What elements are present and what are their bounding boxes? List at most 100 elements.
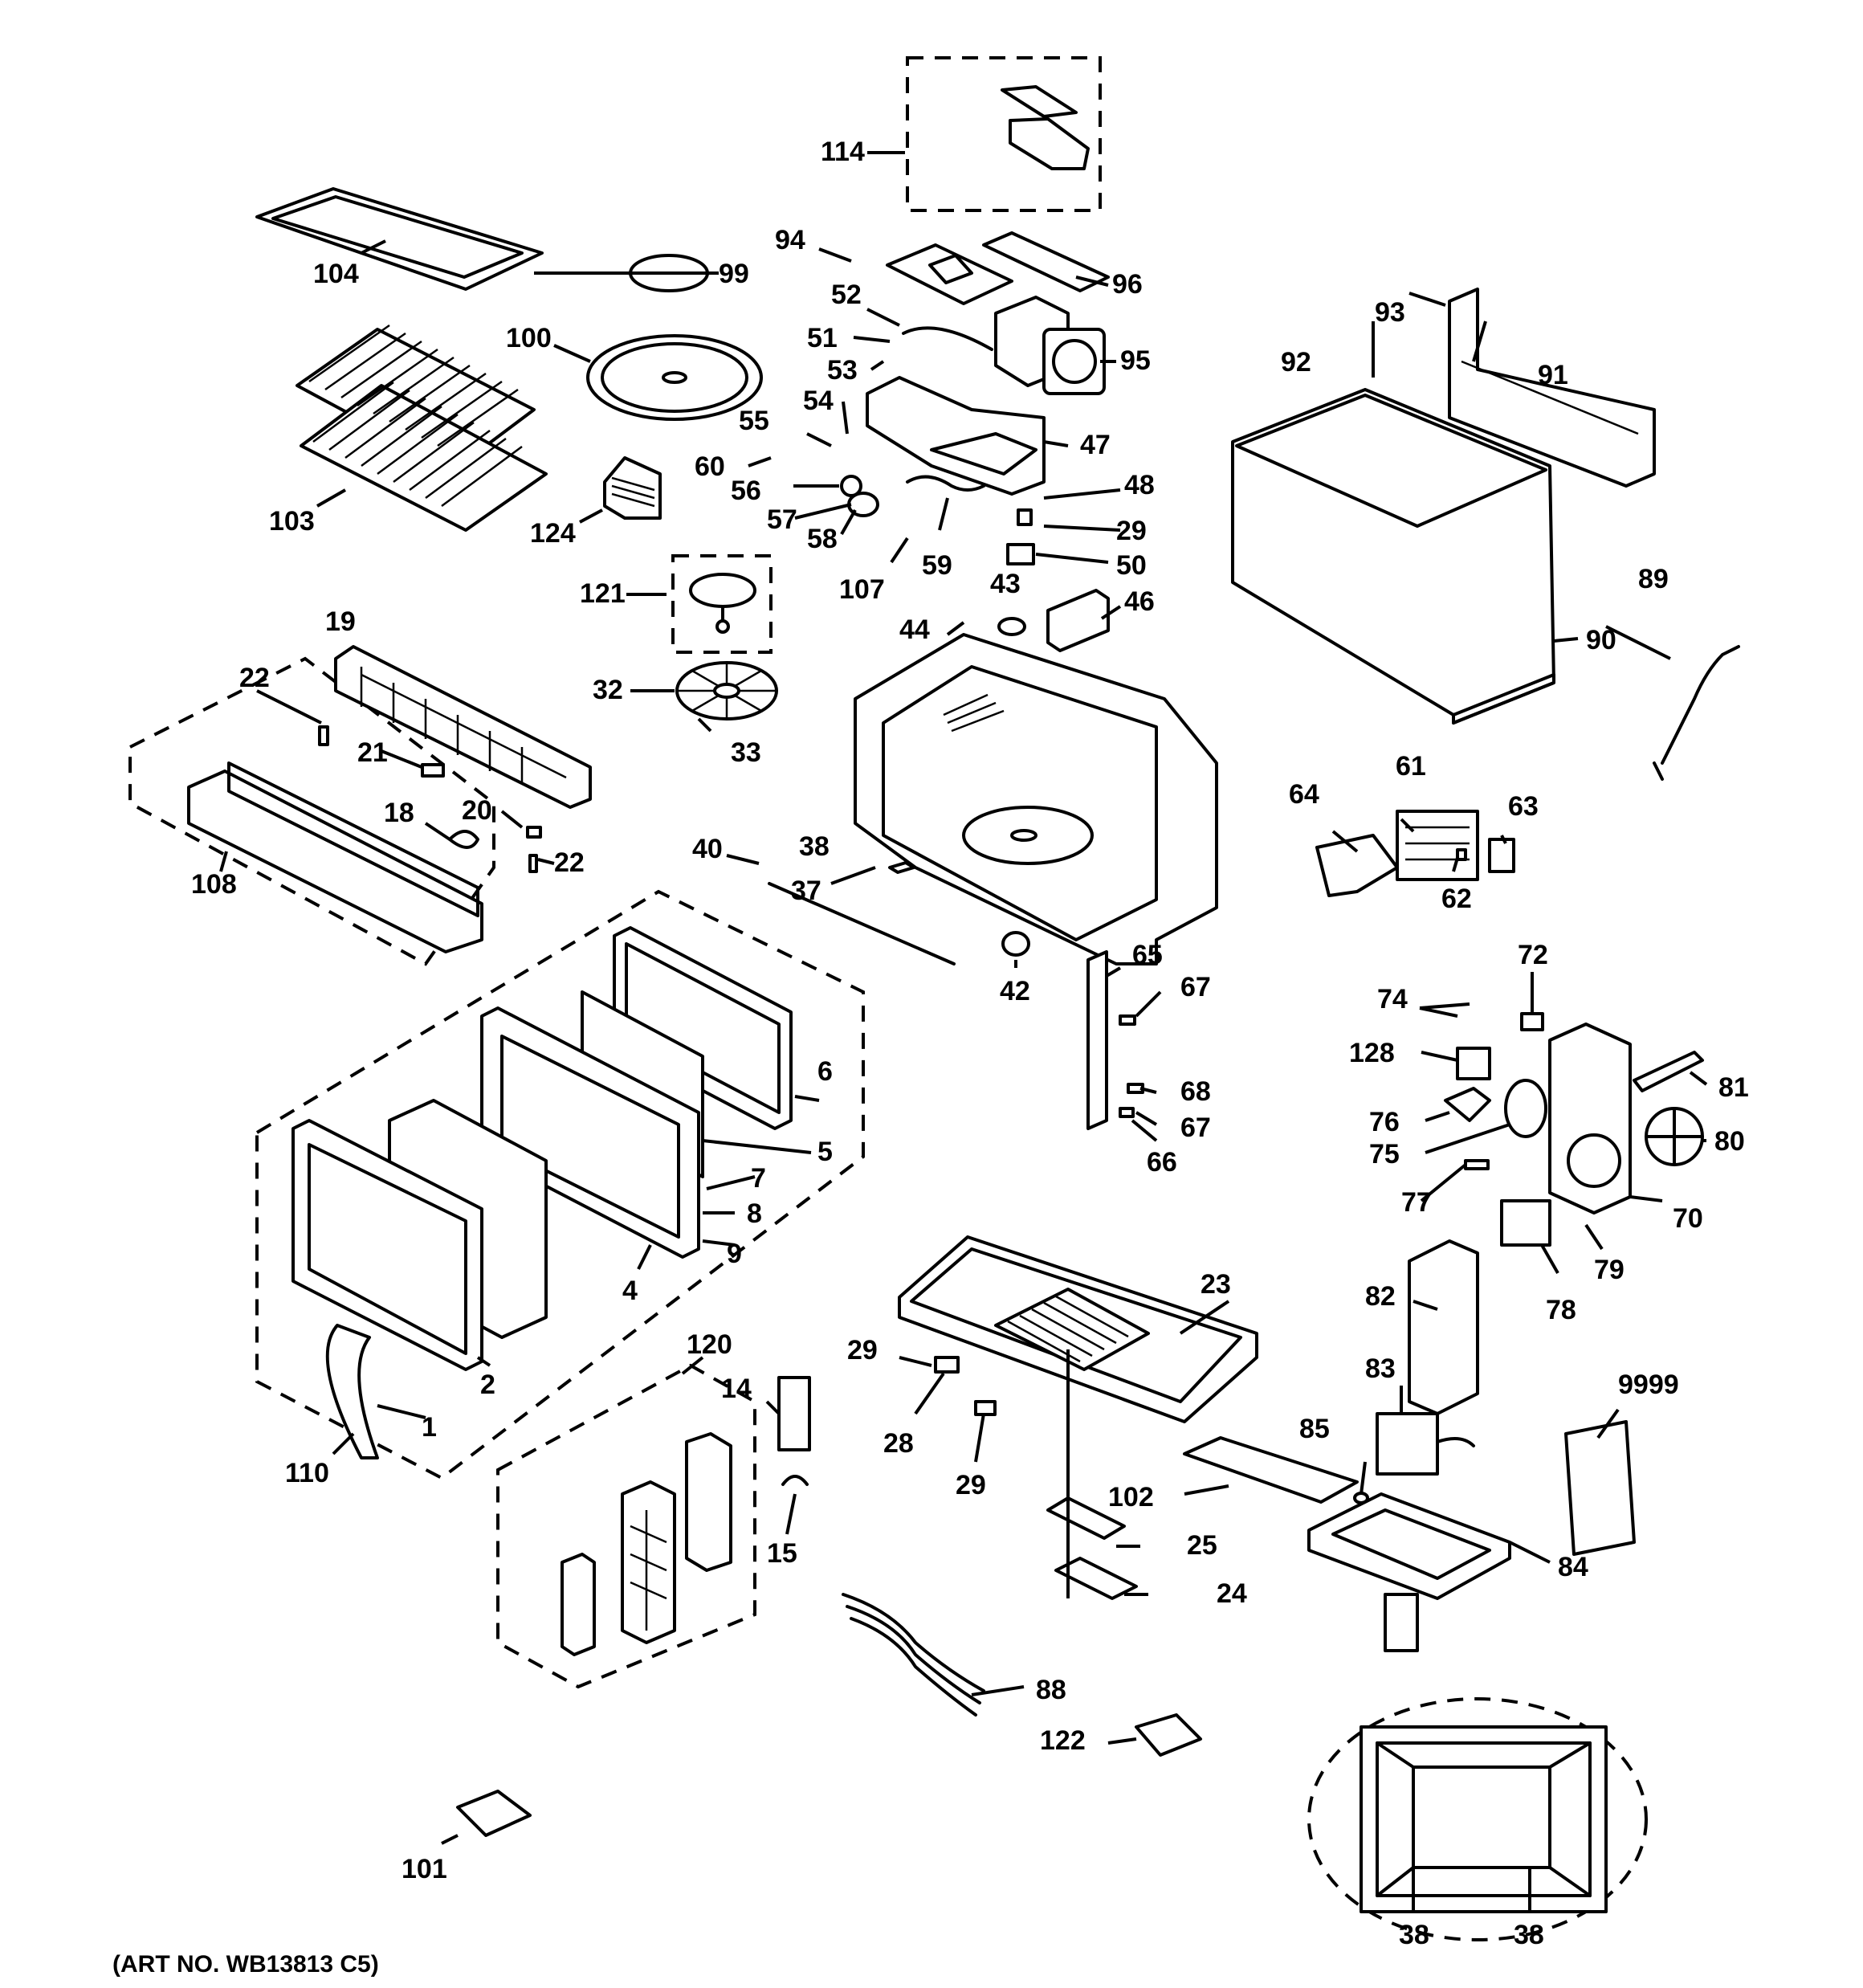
outline-110 [255,889,865,1480]
label-96: 96 [1112,269,1143,300]
label-72: 72 [1518,940,1548,970]
part-50-bracket [1006,543,1035,565]
part-108-panel [187,769,483,953]
label-70: 70 [1673,1203,1703,1234]
part-77-fuse [1464,1159,1490,1170]
label-6: 6 [817,1056,833,1087]
part-104-filter [255,187,544,291]
part-121-coupler [689,573,756,634]
label-114: 114 [821,137,865,167]
label-95: 95 [1120,345,1151,376]
label-4: 4 [622,1276,638,1306]
label-9999: 9999 [1618,1370,1679,1400]
label-38a: 38 [799,831,830,862]
label-77: 77 [1401,1187,1432,1218]
part-85-spacer [1353,1492,1369,1504]
part-20-switch [526,826,542,839]
label-89: 89 [1638,564,1669,594]
label-22b: 22 [554,847,585,878]
part-90-outer-case [1231,388,1555,725]
part-78-transformer [1500,1199,1551,1247]
part-122-packet [1135,1713,1202,1757]
label-1: 1 [422,1412,437,1443]
part-40-seal-strip [768,882,956,965]
label-29b: 29 [847,1335,878,1365]
label-64: 64 [1289,779,1319,810]
label-108: 108 [191,869,237,900]
part-65-latch-board [1086,950,1108,1130]
part-94-cover [886,243,1013,305]
part-59-harness [906,475,985,492]
label-100: 100 [506,323,552,353]
label-68: 68 [1180,1076,1211,1107]
label-14: 14 [721,1374,752,1404]
label-63: 63 [1508,791,1539,822]
label-56: 56 [731,476,761,506]
part-15-wire [781,1475,809,1486]
part-124-vent-grille [603,456,662,520]
label-38b: 38 [1399,1920,1429,1950]
label-121: 121 [580,578,626,609]
label-66: 66 [1147,1147,1177,1178]
part-cavity [854,633,1218,965]
label-91: 91 [1538,360,1568,390]
label-101: 101 [402,1854,447,1884]
part-drawings [187,85,1740,1913]
part-95-fan-motor [994,296,1106,395]
part-102-filter [1183,1436,1359,1504]
label-58: 58 [807,524,838,554]
part-28-sensor [934,1356,960,1374]
part-23-base-plate [898,1235,1258,1423]
label-84: 84 [1558,1552,1588,1582]
part-43-motor [997,617,1026,636]
part-37-clip [888,861,915,874]
label-102: 102 [1108,1482,1154,1512]
label-120: 120 [687,1329,732,1360]
label-43: 43 [990,569,1021,599]
label-38c: 38 [1514,1920,1544,1950]
label-81: 81 [1718,1072,1749,1103]
label-54: 54 [803,386,834,416]
part-9999-manual [1564,1420,1636,1556]
label-19: 19 [325,606,356,637]
part-56-thermostat [840,475,862,497]
part-61-magnetron [1396,810,1479,881]
part-80-fan [1645,1107,1704,1166]
part-103-racks [296,324,548,532]
part-81-shield [1633,1051,1704,1092]
part-21-bracket [421,763,445,778]
part-52-wire [902,326,993,351]
label-80: 80 [1714,1126,1745,1157]
part-76-bracket [1444,1087,1491,1122]
label-62: 62 [1441,884,1472,914]
outline-121 [671,554,773,654]
label-92: 92 [1281,347,1311,378]
part-32-stirrer [675,661,778,720]
part-83-transformer [1376,1412,1475,1476]
label-47: 47 [1080,430,1111,460]
label-51: 51 [807,323,838,353]
label-23: 23 [1201,1269,1231,1300]
label-57: 57 [767,504,797,535]
label-53: 53 [827,355,858,386]
label-85: 85 [1299,1414,1330,1444]
label-7: 7 [751,1163,766,1194]
part-46-grille [1046,589,1110,652]
part-100-turntable [586,334,763,421]
label-42: 42 [1000,976,1030,1006]
label-82: 82 [1365,1281,1396,1312]
label-25: 25 [1187,1530,1217,1561]
outline-114 [906,56,1102,212]
part-22-clip [318,725,329,746]
part-128-board [1456,1047,1491,1080]
label-15: 15 [767,1538,797,1569]
label-5: 5 [817,1137,833,1167]
label-78: 78 [1546,1295,1576,1325]
art-number: (ART NO. WB13813 C5) [112,1951,379,1978]
label-94: 94 [775,225,805,255]
label-2: 2 [480,1370,495,1400]
label-46: 46 [1124,586,1155,617]
label-61: 61 [1396,751,1426,782]
part-48-sensor [1017,508,1033,526]
